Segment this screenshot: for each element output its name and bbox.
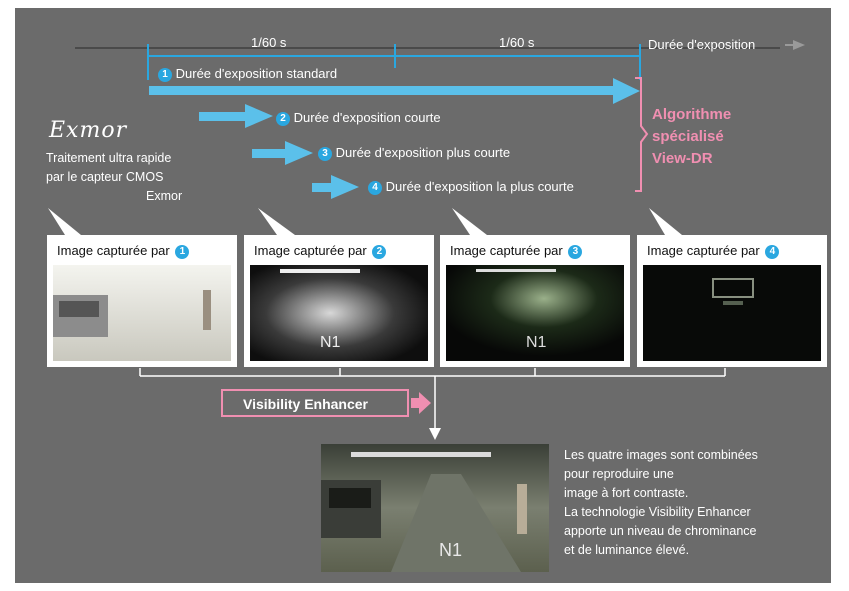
capture-card-2: Image capturée par 2 N1	[244, 235, 434, 367]
algorithm-label: Algorithme spécialisé View-DR	[652, 106, 732, 167]
enhancer-label: Visibility Enhancer	[243, 396, 369, 412]
timeline-segment-2: 1/60 s	[499, 35, 535, 50]
exmor-logo: Exmor	[49, 118, 128, 143]
down-arrow-icon	[429, 428, 441, 440]
timeline-segment-1: 1/60 s	[251, 35, 287, 50]
capture-image-2: N1	[250, 265, 428, 361]
pointer-4	[649, 208, 682, 235]
axis-arrow-icon	[793, 40, 805, 50]
capture-card-4: Image capturée par 4	[637, 235, 827, 367]
capture-card-1: Image capturée par 1	[47, 235, 237, 367]
svg-text:N1: N1	[320, 334, 341, 351]
number-3-icon: 3	[568, 244, 583, 259]
capture-card-3: Image capturée par 3 N1	[440, 235, 630, 367]
enhancer-box	[221, 389, 409, 417]
number-1-icon: 1	[175, 244, 190, 259]
algorithm-bracket	[635, 77, 649, 192]
exposure-label-3: 3 Durée d'exposition plus courte	[316, 145, 510, 161]
capture-image-4	[643, 265, 821, 361]
exposure-label-1: 1 Durée d'exposition standard	[156, 66, 337, 82]
exposure-arrow-3	[252, 149, 289, 158]
number-3-icon: 3	[318, 146, 332, 161]
number-2-icon: 2	[372, 244, 387, 259]
capture-image-1	[53, 265, 231, 361]
exposure-label-2: 2 Durée d'exposition courte	[274, 110, 441, 126]
number-4-icon: 4	[368, 180, 382, 195]
pointer-3	[452, 208, 487, 235]
exposure-label-4: 4 Durée d'exposition la plus courte	[366, 179, 574, 195]
exposure-arrow-4	[312, 183, 334, 192]
enhancer-arrow-icon	[419, 392, 431, 414]
exmor-line-1: Traitement ultra rapide	[46, 151, 172, 165]
number-2-icon: 2	[276, 111, 290, 126]
pointer-2	[258, 208, 295, 235]
pointer-1	[48, 208, 81, 235]
exmor-line-3: Exmor	[146, 189, 183, 203]
svg-text:N1: N1	[439, 540, 462, 560]
diagram-lines	[48, 40, 805, 440]
diagram-panel: 1/60 s 1/60 s Durée d'exposition 1 Durée…	[15, 8, 831, 583]
svg-text:N1: N1	[526, 334, 547, 351]
number-1-icon: 1	[158, 67, 172, 82]
exposure-arrow-1	[149, 86, 617, 95]
exposure-arrow-2	[199, 112, 249, 121]
axis-label: Durée d'exposition	[648, 37, 756, 52]
exmor-line-2: par le capteur CMOS	[46, 170, 164, 184]
result-image: N1	[321, 444, 549, 572]
description: Les quatre images sont combinées pour re…	[564, 448, 758, 557]
capture-image-3: N1	[446, 265, 624, 361]
number-4-icon: 4	[765, 244, 780, 259]
